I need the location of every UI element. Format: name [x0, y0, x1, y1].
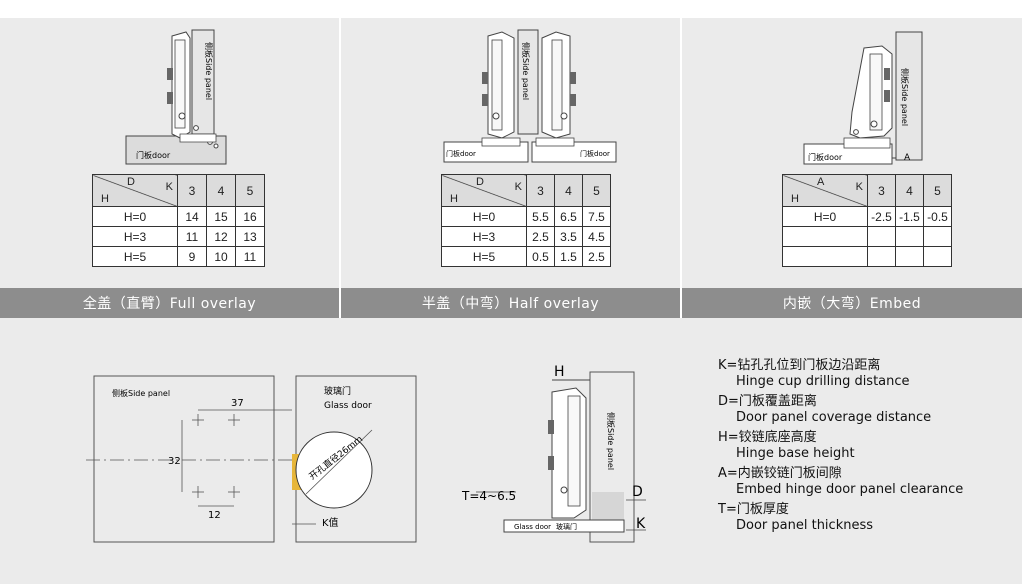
dim-12: 12	[208, 510, 221, 521]
section-side-label: 侧板Side panel	[606, 412, 616, 470]
half-overlay-table: D K H 3 4 5 H=0 5.5 6.5 7.5 H=3 2.5 3.5 …	[441, 174, 611, 267]
section-glass-door: Glass door	[514, 523, 551, 531]
section-t-label: T=4~6.5	[461, 489, 516, 503]
half-door-label-left: 门板door	[446, 149, 476, 158]
drilling-side-label: 侧板Side panel	[112, 388, 170, 398]
col-header: 3	[177, 174, 207, 207]
glass-door-en: Glass door	[324, 401, 372, 411]
legend-item: K=钻孔孔位到门板边沿距离 Hinge cup drilling distanc…	[718, 358, 910, 389]
table-row	[782, 246, 952, 267]
table-row: H=0 14 15 16	[92, 206, 265, 227]
legend-item: H=铰链底座高度 Hinge base height	[718, 430, 855, 461]
caption-half-overlay: 半盖（中弯）Half overlay	[341, 288, 680, 318]
full-overlay-table: D K H 3 4 5 H=0 14 15 16 H=3 11 12 13 H=…	[92, 174, 265, 267]
dim-37: 37	[231, 398, 244, 409]
col-header: 5	[923, 174, 952, 207]
col-header: 5	[582, 174, 611, 207]
table-row: H=3 2.5 3.5 4.5	[441, 226, 611, 247]
col-header: 4	[554, 174, 583, 207]
table-row: H=0 5.5 6.5 7.5	[441, 206, 611, 227]
legend-item: D=门板覆盖距离 Door panel coverage distance	[718, 394, 932, 425]
section-diagram: H T=4~6.5 D K 侧板Side panel Glass door 玻璃…	[461, 364, 646, 543]
table-row: H=5 0.5 1.5 2.5	[441, 246, 611, 267]
half-door-label-right: 门板door	[580, 149, 610, 158]
section-k-label: K	[636, 516, 646, 532]
table-corner-header: D K H	[92, 174, 178, 207]
table-row	[782, 226, 952, 247]
k-value-label: K值	[322, 516, 339, 529]
col-header: 3	[526, 174, 555, 207]
legend-item: T=门板厚度 Door panel thickness	[718, 502, 874, 533]
half-side-label: 侧板Side panel	[521, 42, 531, 100]
half-overlay-hinge-drawing: 侧板Side panel 门板door 门板door	[443, 29, 617, 163]
dim-32: 32	[168, 456, 181, 467]
section-glass-door-cn: 玻璃门	[556, 522, 577, 531]
embed-hinge-drawing: 侧板Side panel 门板door A	[803, 31, 923, 165]
caption-embed: 内嵌（大弯）Embed	[682, 288, 1022, 318]
caption-full-overlay: 全盖（直臂）Full overlay	[0, 288, 339, 318]
embed-side-label: 侧板Side panel	[900, 68, 910, 126]
definitions-legend: K=钻孔孔位到门板边沿距离 Hinge cup drilling distanc…	[718, 358, 963, 538]
col-header: 5	[235, 174, 265, 207]
embed-door-label: 门板door	[808, 152, 843, 162]
full-door-label: 门板door	[136, 150, 171, 160]
col-header: 4	[895, 174, 924, 207]
col-header: 3	[867, 174, 896, 207]
full-overlay-hinge-drawing: 侧板Side panel 门板door	[125, 29, 227, 165]
table-row: H=5 9 10 11	[92, 246, 265, 267]
glass-door-cn: 玻璃门	[324, 385, 351, 397]
table-row: H=3 11 12 13	[92, 226, 265, 247]
legend-item: A=内嵌铰链门板间隙 Embed hinge door panel cleara…	[718, 466, 964, 497]
section-h-label: H	[554, 364, 565, 380]
table-corner-header: A K H	[782, 174, 868, 207]
section-d-label: D	[632, 484, 643, 500]
full-side-label: 侧板Side panel	[204, 42, 214, 100]
embed-gap-label: A	[904, 153, 911, 163]
drilling-diagram: 开孔直径26mm 侧板Side panel 玻璃门 Glass door 37 …	[86, 375, 417, 543]
embed-table: A K H 3 4 5 H=0 -2.5 -1.5 -0.5	[782, 174, 952, 267]
table-corner-header: D K H	[441, 174, 527, 207]
col-header: 4	[206, 174, 236, 207]
table-row: H=0 -2.5 -1.5 -0.5	[782, 206, 952, 227]
